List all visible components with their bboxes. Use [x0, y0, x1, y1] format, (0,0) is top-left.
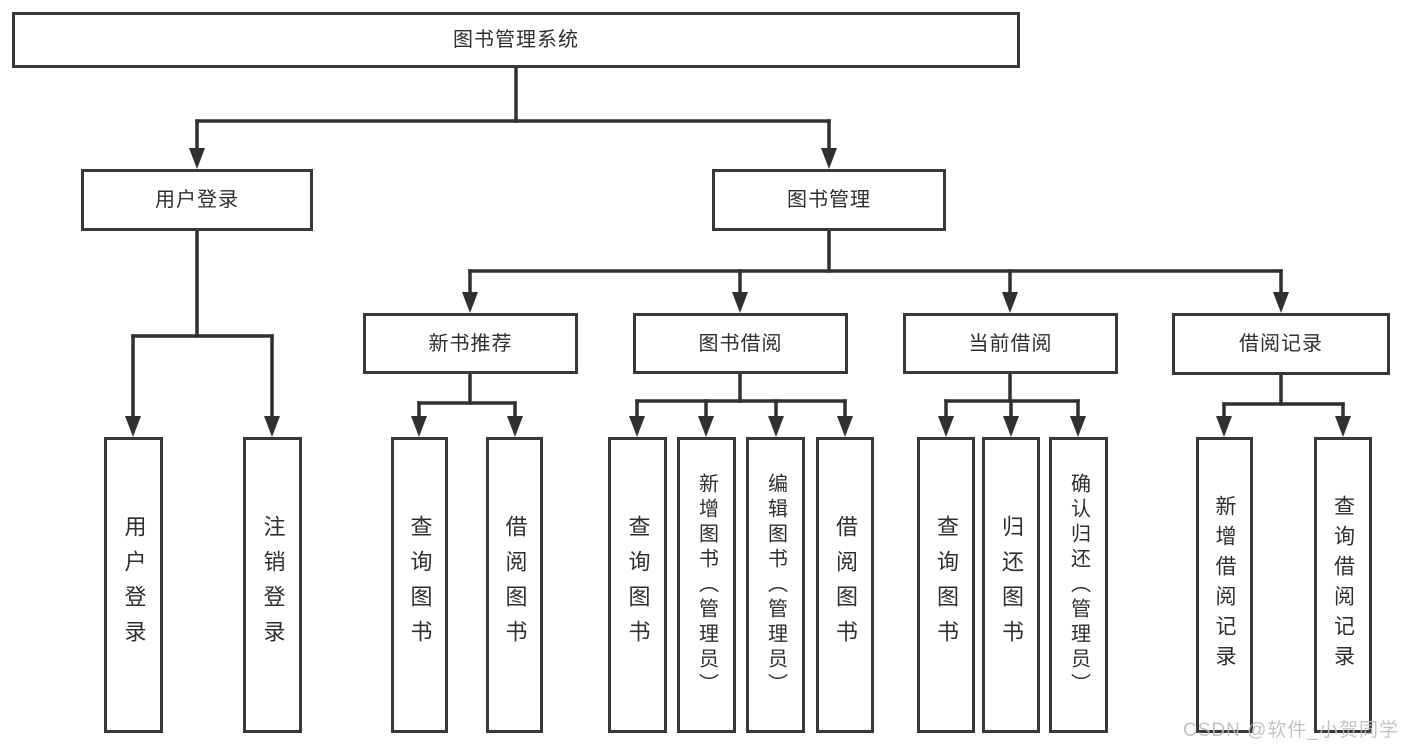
- node-leaf-borrow-query-books: 查询图书: [608, 437, 667, 733]
- node-label: 用户登录: [155, 189, 239, 211]
- node-label: 当前借阅: [968, 332, 1053, 355]
- node-borrow-records: 借阅记录: [1172, 313, 1390, 375]
- connector-borrow-children: [629, 372, 853, 437]
- node-leaf-return-books: 归还图书: [982, 437, 1040, 733]
- node-label: 图书管理: [787, 189, 871, 211]
- node-label: 借阅图书: [833, 515, 858, 655]
- node-book-management-system: 图书管理系统: [12, 12, 1020, 68]
- csdn-watermark: CSDN @软件_小贺同学: [1183, 720, 1399, 741]
- node-leaf-add-books-admin: 新增图书（管理员）: [677, 437, 736, 733]
- node-label: 查询图书: [934, 515, 959, 655]
- node-leaf-add-borrow-record: 新增借阅记录: [1196, 437, 1253, 733]
- node-label: 图书借阅: [698, 332, 783, 355]
- node-book-management: 图书管理: [712, 169, 946, 231]
- node-label: 新增图书（管理员）: [695, 472, 718, 698]
- node-label: 新增借阅记录: [1213, 495, 1236, 675]
- node-user-login: 用户登录: [81, 169, 313, 231]
- node-label: 编辑图书（管理员）: [764, 472, 787, 698]
- node-label: 查询图书: [407, 515, 433, 655]
- connector-root-to-level2: [189, 66, 837, 169]
- connector-records-children: [1216, 373, 1351, 437]
- node-label: 注销登录: [260, 515, 286, 655]
- node-label: 图书管理系统: [453, 29, 579, 51]
- connector-book-management-children: [462, 229, 1289, 313]
- node-leaf-borrow-borrow-books: 借阅图书: [816, 437, 874, 733]
- node-label: 查询借阅记录: [1331, 495, 1355, 675]
- node-label: 用户登录: [121, 515, 147, 655]
- node-label: 借阅记录: [1239, 333, 1323, 355]
- connector-current-borrow-children: [938, 372, 1086, 437]
- node-label: 确认归还（管理员）: [1067, 472, 1090, 698]
- node-label: 新书推荐: [428, 332, 513, 355]
- node-leaf-recommend-borrow-books: 借阅图书: [486, 437, 543, 733]
- node-new-book-recommend: 新书推荐: [363, 313, 578, 374]
- node-label: 借阅图书: [502, 515, 528, 655]
- connector-recommend-children: [411, 372, 523, 437]
- node-book-borrow: 图书借阅: [633, 313, 848, 374]
- node-label: 归还图书: [999, 515, 1024, 655]
- node-leaf-edit-books-admin: 编辑图书（管理员）: [746, 437, 805, 733]
- node-leaf-confirm-return-admin: 确认归还（管理员）: [1049, 437, 1108, 733]
- connector-user-login-children: [125, 229, 280, 437]
- node-leaf-user-login: 用户登录: [104, 437, 163, 733]
- node-leaf-logout: 注销登录: [243, 437, 302, 733]
- node-leaf-query-borrow-record: 查询借阅记录: [1314, 437, 1372, 733]
- node-leaf-recommend-query-books: 查询图书: [391, 437, 448, 733]
- node-current-borrow: 当前借阅: [903, 313, 1118, 374]
- node-leaf-current-query-books: 查询图书: [917, 437, 975, 733]
- node-label: 查询图书: [625, 515, 651, 655]
